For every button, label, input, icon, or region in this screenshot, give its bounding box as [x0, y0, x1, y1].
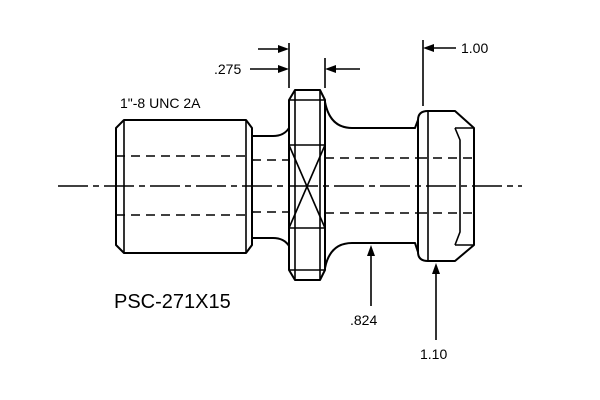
neck-diameter-dimension: .824 [350, 245, 377, 328]
thread-label: 1"-8 UNC 2A [120, 95, 201, 111]
part-number: PSC-271X15 [114, 291, 231, 313]
head-diameter-dimension: 1.10 [420, 263, 447, 362]
overall-length-label: 1.00 [461, 40, 488, 56]
head-diameter-label: 1.10 [420, 346, 447, 362]
neck [324, 101, 419, 269]
flange [288, 89, 326, 281]
neck-diameter-label: .824 [350, 312, 377, 328]
flange-width-label: .275 [214, 61, 241, 77]
shank [251, 127, 290, 247]
overall-length-dimension: 1.00 [422, 40, 488, 106]
threaded-section [115, 119, 253, 254]
head [417, 110, 475, 262]
flange-width-dimension: .275 [214, 43, 360, 88]
